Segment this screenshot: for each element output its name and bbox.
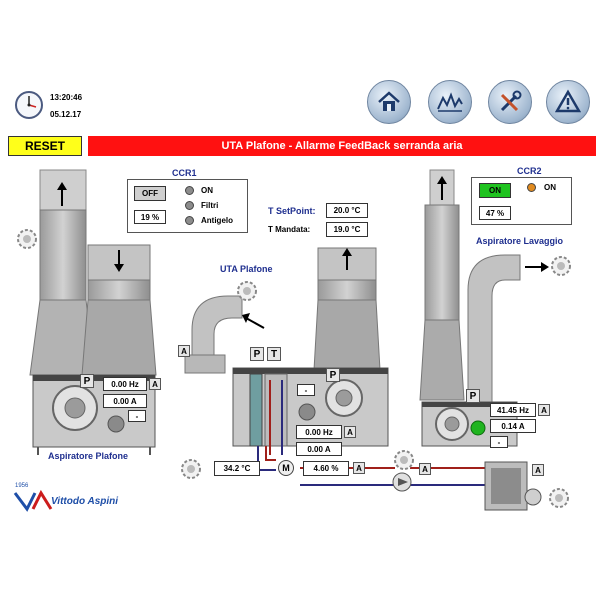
damper-icon: [550, 255, 572, 282]
damper-icon: [548, 487, 570, 514]
lavaggio-hz-auto-button[interactable]: A: [538, 404, 550, 416]
ccr1-on-led: [185, 186, 194, 195]
lavaggio-title: Aspiratore Lavaggio: [476, 236, 564, 246]
clock-time: 13:20:46: [50, 93, 83, 102]
uta-valve-auto-button[interactable]: A: [353, 462, 365, 474]
clock-icon: [14, 90, 44, 120]
company-logo: 1956 Vittodo Aspini: [13, 483, 163, 513]
heater-auto-button[interactable]: A: [532, 464, 544, 476]
home-icon: [378, 91, 400, 111]
ccr1-antigelo-led: [185, 216, 194, 225]
ccr1-status-button[interactable]: OFF: [134, 186, 166, 201]
logo-text: Vittodo Aspini: [51, 496, 119, 507]
uta-hz-auto-button[interactable]: A: [344, 426, 356, 438]
uta-damper-auto-button[interactable]: A: [178, 345, 190, 357]
ccr2-status-button[interactable]: ON: [479, 183, 511, 198]
ccr2-on-led: [527, 183, 536, 192]
lavaggio-status: -: [490, 436, 508, 448]
uta-hz-value: 0.00 Hz: [296, 425, 342, 439]
valve-motor-icon: M: [278, 460, 294, 476]
ccr2-status-label: ON: [489, 186, 501, 195]
warning-icon: [555, 89, 581, 113]
tools-icon: [500, 90, 522, 112]
ccr2-on-label: ON: [544, 183, 556, 192]
uta-title: UTA Plafone: [220, 264, 273, 274]
tools-button[interactable]: [488, 80, 532, 124]
lavaggio-pressure-button[interactable]: P: [466, 389, 480, 403]
uta-valve-percent: 4.60 %: [303, 461, 349, 476]
home-button[interactable]: [367, 80, 411, 124]
clock-date: 05.12.17: [50, 110, 82, 119]
chart-icon: [437, 92, 463, 112]
mandata-label: T Mandata:: [268, 225, 311, 234]
ccr1-filtri-led: [185, 201, 194, 210]
pump-auto-button[interactable]: A: [419, 463, 431, 475]
damper-icon: [236, 280, 258, 307]
mandata-value: 19.0 °C: [326, 222, 368, 237]
uta-temperature-button[interactable]: T: [267, 347, 281, 361]
uta-pressure-button[interactable]: P: [250, 347, 264, 361]
ccr1-on-label: ON: [201, 186, 213, 195]
plafone-hz-value: 0.00 Hz: [103, 377, 147, 391]
damper-icon: [180, 458, 202, 485]
alarm-button[interactable]: [546, 80, 590, 124]
setpoint-value[interactable]: 20.0 °C: [326, 203, 368, 218]
ccr1-percent: 19 %: [134, 210, 166, 224]
plafone-pressure-button[interactable]: P: [80, 374, 94, 388]
logo-year: 1956: [15, 483, 29, 489]
damper-icon: [16, 228, 38, 255]
ccr1-filtri-label: Filtri: [201, 201, 219, 210]
alarm-text: UTA Plafone - Allarme FeedBack serranda …: [221, 140, 463, 152]
reset-button[interactable]: RESET: [8, 136, 82, 156]
uta-fan-pressure-button[interactable]: P: [326, 368, 340, 382]
plafone-hz-auto-button[interactable]: A: [149, 378, 161, 390]
alarm-banner: UTA Plafone - Allarme FeedBack serranda …: [88, 136, 596, 156]
ccr1-status-label: OFF: [142, 189, 158, 198]
plafone-amp-value: 0.00 A: [103, 394, 147, 408]
reset-label: RESET: [24, 139, 65, 153]
damper-icon: [393, 449, 415, 476]
ccr1-title: CCR1: [172, 168, 197, 178]
ccr2-percent: 47 %: [479, 206, 511, 220]
setpoint-label: T SetPoint:: [268, 206, 316, 216]
lavaggio-hz-value: 41.45 Hz: [490, 403, 536, 417]
ccr1-antigelo-label: Antigelo: [201, 216, 233, 225]
plafone-status: -: [128, 410, 146, 422]
uta-fan-status: -: [297, 384, 315, 396]
plafone-title: Aspiratore Plafone: [48, 451, 129, 461]
uta-temp-value: 34.2 °C: [214, 461, 260, 476]
lavaggio-amp-value: 0.14 A: [490, 419, 536, 433]
ccr2-title: CCR2: [517, 166, 542, 176]
trend-button[interactable]: [428, 80, 472, 124]
uta-amp-value: 0.00 A: [296, 442, 342, 456]
